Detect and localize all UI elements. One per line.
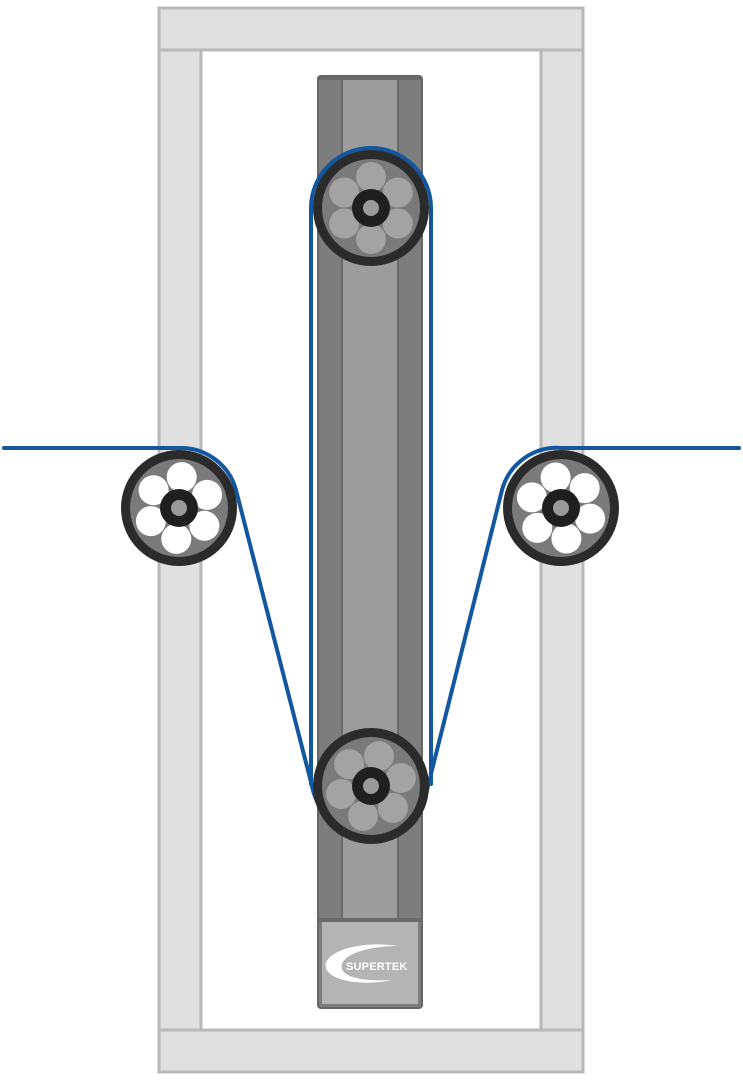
roller-hole xyxy=(377,792,408,823)
roller-hole xyxy=(356,162,386,192)
frame-top-beam xyxy=(157,6,585,52)
roller-hole xyxy=(385,763,416,793)
roller-hole xyxy=(329,177,360,208)
frame-bottom-beam xyxy=(157,1028,585,1074)
roller-top xyxy=(313,150,429,266)
roller-hole xyxy=(516,482,547,513)
rollers xyxy=(121,150,619,844)
roller-hole xyxy=(356,224,386,254)
roller-axle xyxy=(363,200,379,216)
belt-left-wrap xyxy=(178,445,238,492)
roller-hole xyxy=(329,208,360,239)
logo-plate: SUPERTEK xyxy=(322,922,418,1004)
roller-hole xyxy=(569,473,600,504)
roller-hole xyxy=(348,800,378,831)
roller-hole xyxy=(382,208,413,239)
roller-hole xyxy=(334,749,365,780)
roller-hole xyxy=(161,523,192,554)
roller-bottom xyxy=(313,728,429,844)
roller-hole xyxy=(551,523,582,554)
roller-hole xyxy=(166,462,197,493)
roller-hole xyxy=(326,779,357,809)
belt-right-wrap xyxy=(500,445,564,492)
roller-hole xyxy=(135,506,166,537)
roller-hole xyxy=(138,475,169,506)
frame xyxy=(157,6,585,1074)
roller-hole xyxy=(522,512,553,543)
roller-hole xyxy=(540,462,571,493)
roller-right xyxy=(503,450,619,566)
roller-hole xyxy=(575,503,606,534)
roller-axle xyxy=(553,500,569,516)
roller-hole xyxy=(192,479,223,510)
roller-left xyxy=(121,450,237,566)
belt-left-descent xyxy=(234,488,314,788)
roller-hole xyxy=(382,177,413,208)
roller-axle xyxy=(363,778,379,794)
roller-hole xyxy=(364,741,394,772)
belt-right-ascent xyxy=(426,488,504,788)
roller-axle xyxy=(171,500,187,516)
brand-logo: SUPERTEK xyxy=(346,961,408,973)
belt-top-wrap xyxy=(309,146,433,210)
logo-swoosh-icon xyxy=(325,944,398,983)
roller-hole xyxy=(189,510,220,541)
